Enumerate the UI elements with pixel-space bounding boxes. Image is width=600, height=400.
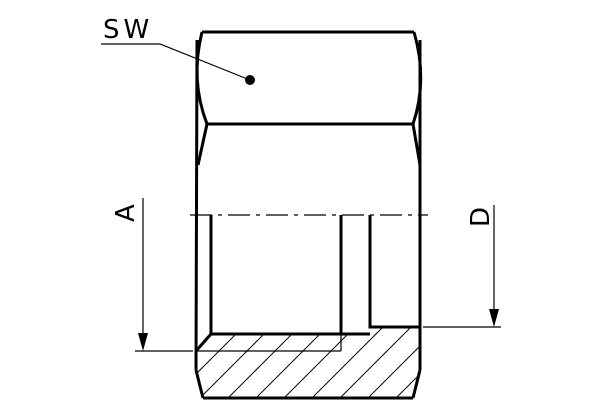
d-label: D: [466, 203, 496, 227]
a-label: A: [111, 200, 141, 222]
bore-section: [194, 215, 420, 352]
nut-outline: [194, 30, 423, 400]
sw-callout: SW: [101, 15, 255, 85]
arrow-down-icon: [138, 333, 148, 351]
section-hatching: [196, 327, 420, 398]
dimension-d: D: [423, 203, 501, 328]
dimension-a: A: [111, 198, 193, 352]
sw-label: SW: [103, 15, 153, 45]
arrow-down-icon: [489, 309, 499, 327]
leader-dot-icon: [245, 75, 255, 85]
